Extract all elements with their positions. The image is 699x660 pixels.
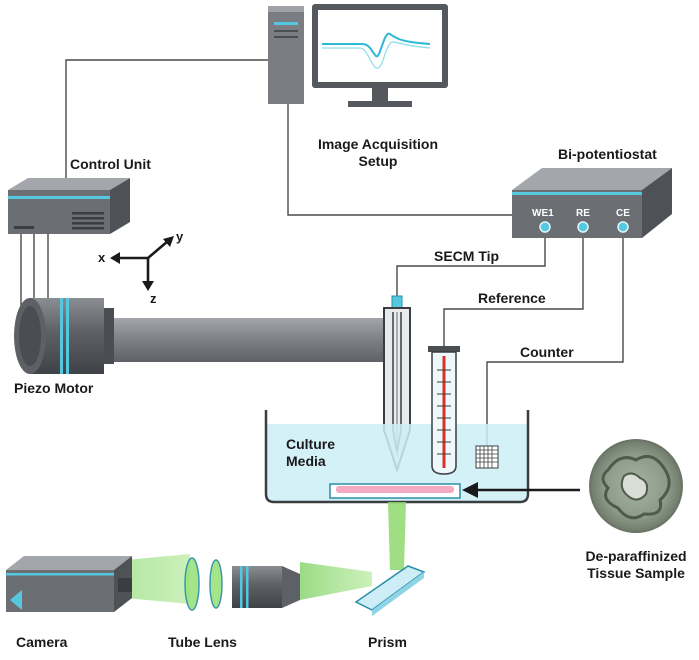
ce-label: CE [616, 208, 630, 219]
piezo-motor [14, 298, 400, 374]
reference-label: Reference [478, 290, 546, 306]
tissue-sample-label: De-paraffinized Tissue Sample [585, 548, 687, 581]
sample-arrow [462, 482, 580, 498]
wires [20, 59, 624, 446]
bi-potentiostat [512, 168, 672, 238]
monitor [312, 4, 448, 107]
y-axis-label: y [176, 229, 184, 244]
ce-terminal [617, 221, 629, 233]
re-terminal [577, 221, 589, 233]
x-axis-label: x [98, 250, 106, 265]
control-unit [8, 178, 130, 234]
secm-tip-label: SECM Tip [434, 248, 500, 264]
wire-we1 [396, 232, 546, 296]
culture-media-label: Culture Media [286, 436, 335, 469]
voltammogram-trace [322, 32, 431, 58]
camera-label: Camera [16, 634, 68, 650]
z-axis-label: z [150, 291, 157, 306]
we1-label: WE1 [532, 208, 554, 219]
image-acquisition-label: Image Acquisition Setup [317, 136, 439, 169]
culture-dish [264, 410, 530, 504]
we1-terminal [539, 221, 551, 233]
reference-electrode [428, 346, 460, 475]
voltammogram-trace-2 [322, 41, 431, 69]
wire-ce [486, 232, 624, 446]
control-unit-label: Control Unit [70, 156, 151, 172]
prism-label: Prism [368, 634, 407, 650]
re-label: RE [576, 208, 590, 219]
objective-lens [232, 566, 300, 608]
camera [6, 556, 132, 612]
tube-lens-label: Tube Lens [168, 634, 237, 650]
wire-computer-control [65, 59, 268, 180]
bi-potentiostat-label: Bi-potentiostat [558, 146, 657, 162]
piezo-motor-label: Piezo Motor [14, 380, 94, 396]
tube-lens [184, 557, 223, 611]
computer-tower [268, 6, 304, 104]
tissue-sample-image [589, 439, 683, 533]
camera-play-icon [10, 590, 22, 610]
counter-electrode [475, 445, 499, 469]
prism [354, 565, 426, 616]
axis-triad [110, 236, 174, 291]
wire-re [443, 232, 584, 346]
wire-computer-potentiostat [287, 100, 512, 216]
counter-label: Counter [520, 344, 574, 360]
